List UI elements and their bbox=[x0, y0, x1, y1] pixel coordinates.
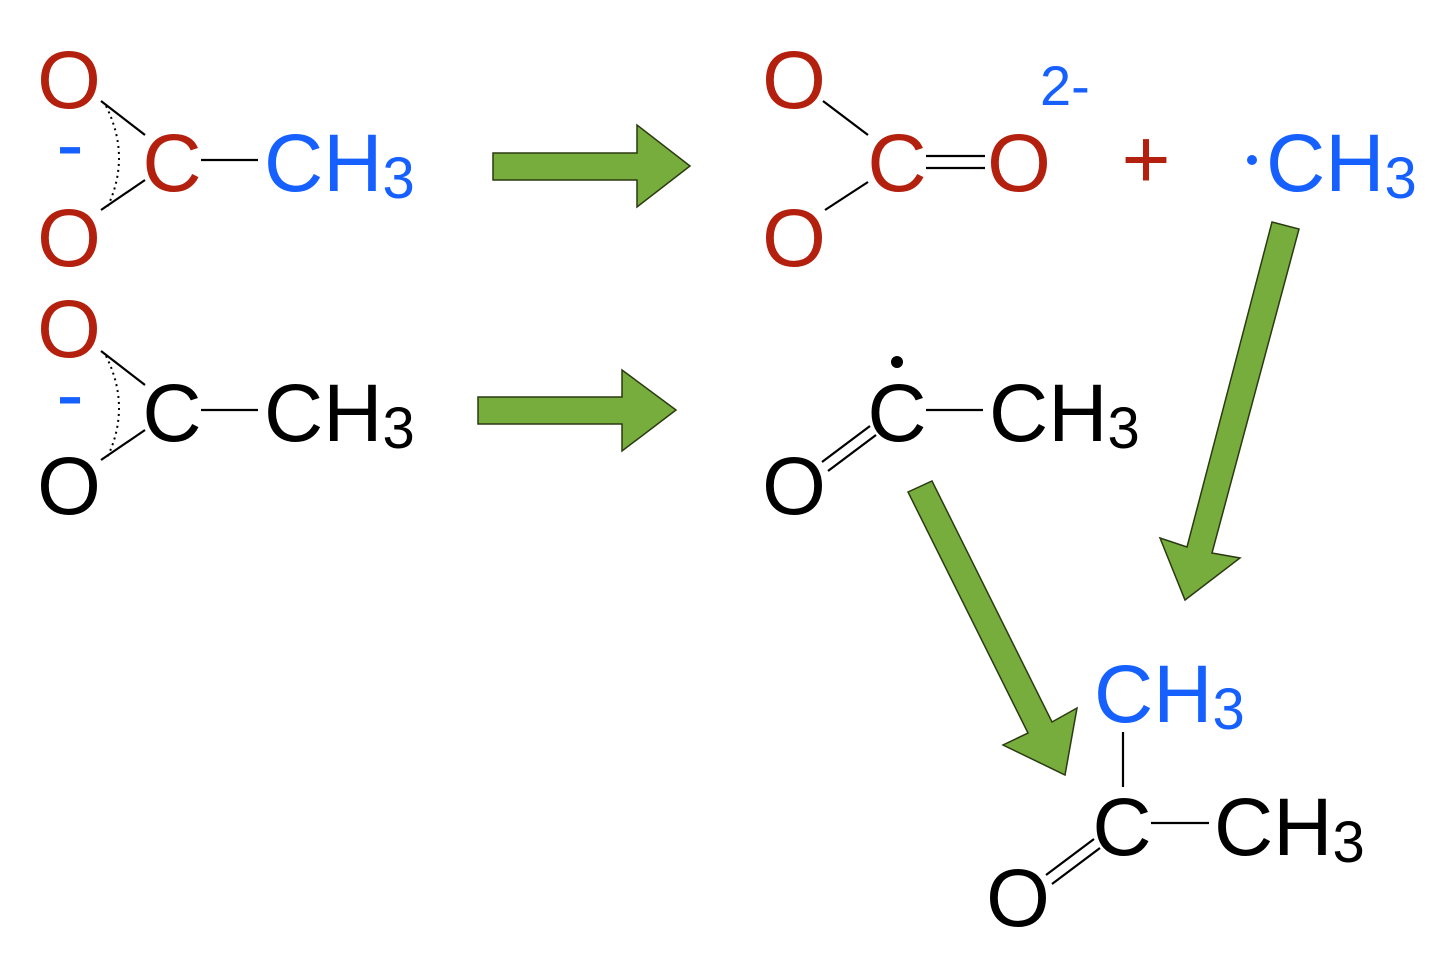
single-bond bbox=[822, 100, 869, 136]
acetyl-radical: C CH3 O bbox=[762, 356, 1140, 532]
carbon-atom: C bbox=[142, 368, 201, 459]
oxygen-atom: O bbox=[762, 35, 826, 126]
resonance-arc bbox=[105, 105, 120, 211]
carbon-atom: C bbox=[867, 368, 926, 459]
oxygen-atom: O bbox=[37, 193, 101, 284]
carbon-atom: C bbox=[142, 118, 201, 209]
methyl-group: CH3 bbox=[1214, 782, 1365, 875]
methyl-group: CH3 bbox=[989, 368, 1140, 461]
methyl-group: CH3 bbox=[264, 118, 415, 211]
plus-sign: + bbox=[1121, 112, 1170, 206]
oxygen-atom: O bbox=[986, 853, 1050, 944]
oxygen-atom: O bbox=[37, 441, 101, 532]
acetate-black: O O - C CH3 bbox=[37, 284, 415, 532]
carbonate-ion: O O C O 2- bbox=[762, 35, 1090, 284]
reaction-arrow bbox=[906, 480, 1079, 777]
single-bond bbox=[100, 350, 146, 386]
carbon-atom: C bbox=[867, 118, 926, 209]
double-bond bbox=[1045, 838, 1095, 876]
acetone: CH3 C CH3 O bbox=[986, 649, 1365, 944]
methyl-group: CH3 bbox=[1094, 649, 1245, 742]
oxygen-atom: O bbox=[762, 193, 826, 284]
carbon-atom: C bbox=[1092, 782, 1151, 873]
negative-charge: - bbox=[56, 99, 83, 190]
negative-charge: - bbox=[56, 349, 83, 440]
reaction-arrow bbox=[477, 368, 678, 453]
methyl-group: CH3 bbox=[264, 368, 415, 461]
acetate-colored: O O - C CH3 bbox=[37, 35, 415, 284]
charge-label: 2- bbox=[1040, 54, 1090, 117]
double-bond bbox=[1051, 847, 1101, 885]
single-bond bbox=[100, 100, 146, 136]
oxygen-atom: O bbox=[37, 35, 101, 126]
resonance-arc bbox=[105, 355, 120, 461]
oxygen-atom: O bbox=[987, 118, 1051, 209]
double-bond bbox=[827, 434, 877, 472]
methyl-group: CH3 bbox=[1266, 118, 1417, 211]
single-bond bbox=[824, 181, 869, 211]
methyl-radical: CH3 bbox=[1247, 118, 1417, 211]
double-bond bbox=[821, 425, 871, 463]
radical-dot bbox=[1247, 155, 1257, 165]
radical-dot bbox=[891, 356, 903, 368]
oxygen-atom: O bbox=[762, 441, 826, 532]
reaction-arrow bbox=[492, 123, 692, 209]
reaction-arrow bbox=[1158, 221, 1300, 602]
oxygen-atom: O bbox=[37, 284, 101, 375]
